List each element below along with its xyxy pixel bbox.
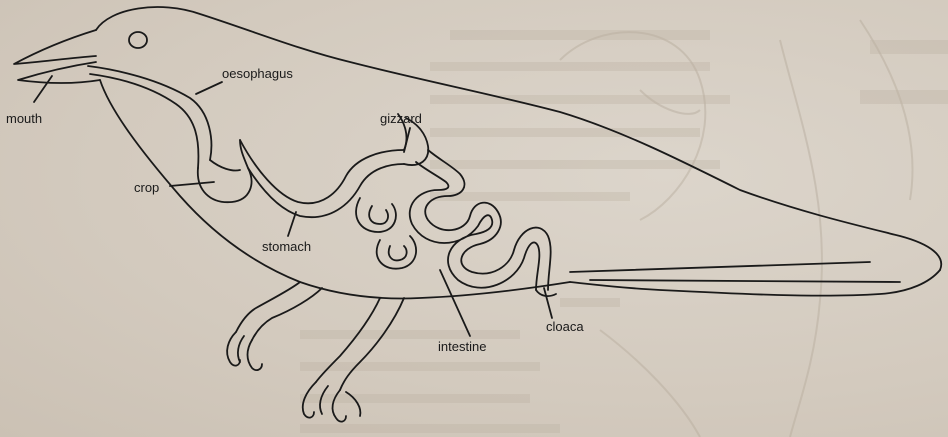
foot-lower-toe-2 — [333, 390, 346, 422]
stomach-tube-outer — [248, 164, 404, 217]
tail-feather-line — [570, 262, 870, 272]
intestine-coil-inner — [410, 162, 540, 290]
foot-upper-toe-3 — [238, 336, 244, 362]
oesophagus-tube-outer — [88, 66, 211, 160]
oesophagus-leader-line — [196, 82, 222, 94]
label-oesophagus: oesophagus — [222, 67, 293, 80]
eye — [129, 32, 147, 48]
crop-pouch — [198, 140, 252, 202]
label-intestine: intestine — [438, 340, 486, 353]
stomach-tube-inner — [240, 140, 404, 203]
upper-beak — [14, 30, 96, 64]
label-cloaca: cloaca — [546, 320, 584, 333]
body-outline-top — [96, 7, 941, 270]
foot-lower-toe-4 — [346, 392, 360, 416]
leg-lower — [316, 298, 380, 382]
mouth-leader-line — [34, 76, 52, 102]
intestine-loop-2 — [369, 206, 388, 224]
label-mouth: mouth — [6, 112, 42, 125]
intestine-loop-4 — [389, 246, 407, 260]
foot-lower-toe-1 — [303, 382, 316, 418]
intestine-loop-1 — [356, 198, 396, 232]
gizzard-leader-line — [404, 128, 410, 152]
label-crop: crop — [134, 181, 159, 194]
label-stomach: stomach — [262, 240, 311, 253]
crop-to-stomach — [210, 160, 240, 171]
lower-beak — [18, 62, 100, 83]
intestine-leader-line — [440, 270, 470, 336]
stomach-leader-line — [288, 212, 296, 236]
foot-upper-toe-2 — [248, 340, 263, 370]
leg-upper-2 — [252, 288, 322, 340]
cloaca-leader-line — [544, 288, 552, 318]
tail-feather-line-2 — [590, 280, 900, 282]
crop-leader-line — [170, 182, 214, 186]
body-outline-bottom — [100, 80, 570, 298]
intestine-loop-3 — [377, 236, 416, 269]
foot-lower-toe-3 — [320, 386, 328, 414]
tail-outline — [570, 270, 940, 296]
intestine-coil-outer — [425, 150, 550, 290]
label-gizzard: gizzard — [380, 112, 422, 125]
leg-upper — [236, 282, 300, 332]
